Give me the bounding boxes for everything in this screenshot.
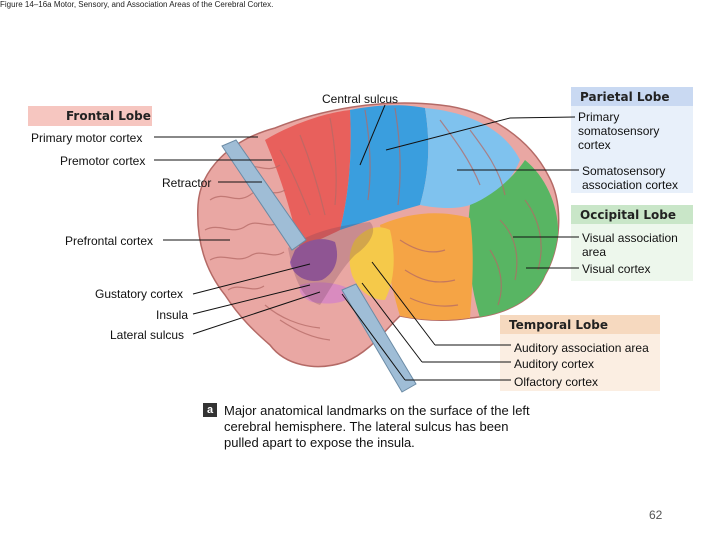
figure-title: Figure 14–16a Motor, Sensory, and Associ… xyxy=(0,0,274,9)
label-olfactory-cortex: Olfactory cortex xyxy=(514,375,599,389)
label-gustatory-cortex: Gustatory cortex xyxy=(95,287,184,301)
label-primary-somatosensory-line3: cortex xyxy=(578,138,611,152)
label-visual-cortex: Visual cortex xyxy=(582,262,651,276)
label-retractor: Retractor xyxy=(162,176,212,190)
label-somatosensory-assoc-line1: Somatosensory xyxy=(582,164,666,178)
label-somatosensory-assoc-line2: association cortex xyxy=(582,178,679,192)
temporal-lobe-header-bar xyxy=(500,315,660,334)
auditory-association-region xyxy=(380,213,473,321)
auditory-cortex-region xyxy=(349,227,394,300)
gustatory-region xyxy=(299,282,355,304)
frontal-lobe-header: Frontal Lobe xyxy=(66,109,151,123)
page-number: 62 xyxy=(649,508,663,522)
label-premotor-cortex: Premotor cortex xyxy=(60,154,146,168)
retractor-lower xyxy=(341,283,417,393)
parietal-lobe-header-bar xyxy=(571,87,693,106)
label-primary-somatosensory-line2: somatosensory xyxy=(578,124,660,138)
label-primary-somatosensory-line1: Primary xyxy=(578,110,620,124)
label-visual-assoc-line2: area xyxy=(582,245,607,259)
somatosensory-region xyxy=(340,105,429,230)
somatosensory-association-region xyxy=(420,108,520,209)
label-auditory-cortex: Auditory cortex xyxy=(514,357,595,371)
occipital-lobe-header-bar xyxy=(571,205,693,224)
caption-tag: a xyxy=(203,403,217,417)
caption-text: Major anatomical landmarks on the surfac… xyxy=(224,403,530,450)
label-lateral-sulcus: Lateral sulcus xyxy=(110,328,185,342)
retractor-upper xyxy=(221,139,307,251)
label-primary-motor-cortex: Primary motor cortex xyxy=(31,131,143,145)
insula-region xyxy=(290,239,338,281)
occipital-lobe-header: Occipital Lobe xyxy=(580,208,676,222)
parietal-lobe-header: Parietal Lobe xyxy=(580,90,670,104)
label-auditory-association: Auditory association area xyxy=(514,341,649,355)
frontal-lobe-panel xyxy=(28,106,152,126)
label-prefrontal-cortex: Prefrontal cortex xyxy=(65,234,154,248)
lateral-sulcus xyxy=(288,222,374,305)
label-insula: Insula xyxy=(156,308,189,322)
temporal-lobe-header: Temporal Lobe xyxy=(509,318,608,332)
primary-motor-region xyxy=(265,110,351,250)
label-visual-assoc-line1: Visual association xyxy=(582,231,678,245)
label-central-sulcus: Central sulcus xyxy=(322,92,399,106)
